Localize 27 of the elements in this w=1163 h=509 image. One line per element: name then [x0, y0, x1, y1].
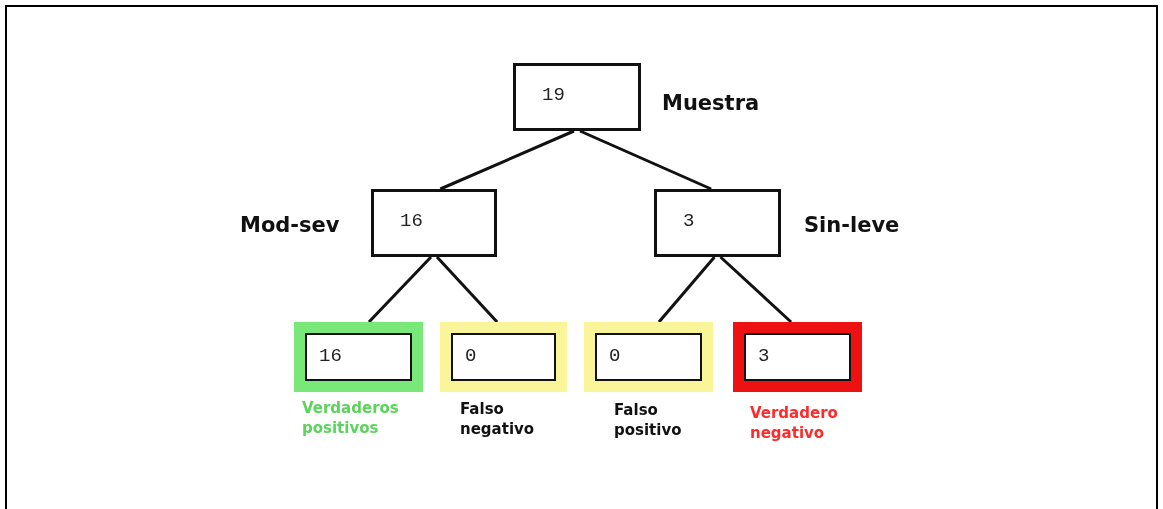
result-box: [440, 322, 567, 392]
connector-line: [435, 256, 499, 323]
count-value: 0: [465, 345, 477, 367]
box-caption: Muestra: [662, 90, 761, 117]
box-caption: Verdaderos positivos: [302, 399, 400, 438]
connector-line: [579, 129, 712, 191]
result-box: [733, 322, 862, 392]
connector-line: [367, 255, 433, 324]
box-caption: Verdadero negativo: [750, 404, 839, 443]
count-box: [371, 189, 497, 257]
count-value: 3: [683, 210, 695, 232]
box-caption: Falso negativo: [460, 400, 536, 439]
connector-line: [439, 129, 575, 191]
box-caption: Mod-sev: [240, 212, 341, 239]
result-box: [294, 322, 423, 392]
count-value: 3: [758, 345, 770, 367]
box-caption: Falso positivo: [614, 401, 683, 440]
count-value: 0: [609, 345, 621, 367]
box-caption: Sin-leve: [804, 212, 901, 239]
count-value: 16: [400, 210, 423, 232]
connector-line: [719, 255, 793, 324]
result-box: [584, 322, 713, 392]
count-box: [513, 63, 641, 131]
connector-line: [657, 256, 716, 323]
count-box: [654, 189, 781, 257]
count-value: 19: [542, 84, 565, 106]
count-value: 16: [319, 345, 342, 367]
